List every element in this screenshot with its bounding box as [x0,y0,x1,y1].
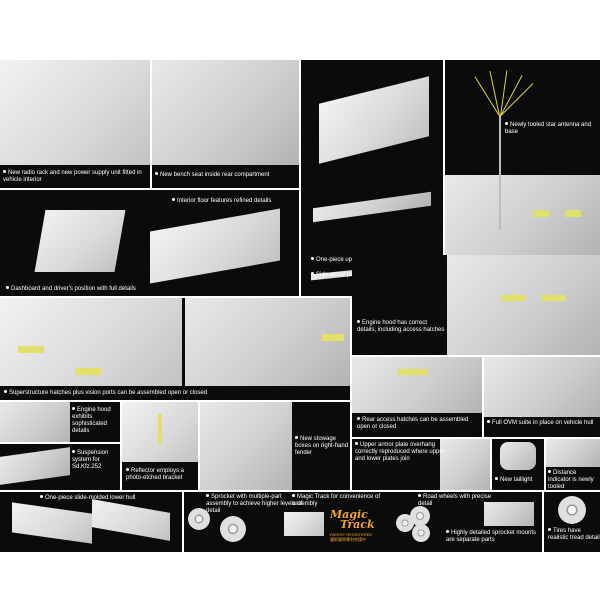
engine-hood-detail-image [0,402,70,442]
caption-interior-floor: Interior floor features refined details [172,198,297,205]
engine-hood-image [447,255,600,355]
dashboard-image [34,210,126,272]
caption-sprocket: Sprocket with multiple-part assembly to … [206,494,303,514]
road-wheel-2 [410,506,430,526]
antenna-rod-5 [500,83,534,117]
hatch-highlight-2 [75,368,101,375]
caption-magic-track: Magic Track for convenience of assembly [292,494,381,507]
caption-reflector: Reflector employs a photo-etched bracket [126,468,185,481]
stowage-image [200,402,292,490]
caption-road-wheels: Road wheels with precise detail [418,494,492,507]
upper-hull-image [319,76,429,164]
road-wheel [396,514,414,532]
distance-indicator-image [546,439,600,467]
rear-hatch-highlight [397,369,427,375]
hood-highlight-2 [542,295,566,301]
suspension-image [0,447,70,485]
antenna-mast [499,115,501,230]
caption-tires: Tires have realistic tread detail [548,528,600,541]
caption-radio-rack: New radio rack and new power supply unit… [3,170,142,183]
antenna-rod-1 [474,76,500,117]
hatch-highlight [18,346,44,353]
caption-antenna: Newly tooled star antenna and base [505,122,592,135]
caption-suspension: Suspension system for Sd.Kfz.252 [72,450,109,470]
panel-radio-rack: New radio rack and new power supply unit… [0,60,150,188]
panel-distance-indicator: Distance indicator is newly tooled [546,439,600,490]
hood-highlight [502,295,526,301]
reflector-bracket [158,414,162,444]
hatch-highlight-3 [322,334,344,341]
panel-ovm: Full OVM suite in place on vehicle hull [484,357,600,437]
caption-superstructure: Superstructure hatches plus vision ports… [4,390,348,397]
caption-taillight: New taillight [495,477,543,484]
panel-engine-hood-details: Engine hood exhibits sophisticated detai… [0,402,120,442]
caption-sprocket-mounts: Highly detailed sprocket mounts are sepa… [446,530,537,543]
interior-floor-image [150,208,280,284]
panel-engine-hood: Engine hood has correct details, includi… [352,255,600,355]
panel-rear-access: Rear access hatches can be assembled ope… [352,357,482,437]
hull-highlight-2 [565,210,581,217]
caption-engine-hood-details: Engine hood exhibits sophisticated detai… [72,407,111,434]
hull-highlight [533,210,549,217]
caption-distance-indicator: Distance indicator is newly tooled [548,470,594,490]
panel-reflector: Reflector employs a photo-etched bracket [122,402,198,490]
lower-hull-image [12,502,92,544]
rear-access-image [352,357,482,413]
tire-wheel [558,496,586,524]
vision-port-image [185,298,350,386]
track-links-image [284,512,324,536]
side-armor-plate-image [313,191,431,223]
panel-antenna: Newly tooled star antenna and base [445,60,600,255]
panel-armor-overhang: Upper armor plate overhang correctly rep… [352,439,490,490]
caption-rear-access: Rear access hatches can be assembled ope… [357,417,469,430]
panel-suspension: Suspension system for Sd.Kfz.252 [0,444,120,490]
radio-rack-image [0,60,150,165]
caption-armor-overhang: Upper armor plate overhang correctly rep… [355,442,445,462]
sprocket-wheel [188,508,210,530]
panel-running-gear: Sprocket with multiple-part assembly to … [184,492,542,552]
panel-bench-seat: New bench seat inside rear compartment [152,60,299,188]
armor-overhang-image [440,439,490,490]
panel-tires: Tires have realistic tread detail [544,492,600,552]
caption-ovm: Full OVM suite in place on vehicle hull [487,420,599,427]
caption-upper-hull: One-piece upper hull [311,257,441,264]
bench-seat-image [152,60,299,165]
road-wheel-3 [412,524,430,542]
taillight-image [500,442,536,470]
panel-superstructure: Superstructure hatches plus vision ports… [0,298,350,400]
panel-interior: Interior floor features refined details … [0,190,299,296]
ovm-image [484,357,600,417]
lower-hull-image-2 [92,499,170,541]
caption-stowage: New stowage boxes on right-hand fender [295,436,349,456]
caption-dashboard: Dashboard and driver's position with ful… [6,286,296,293]
caption-engine-hood-access: Engine hood has correct details, includi… [357,320,445,333]
panel-taillight: New taillight [492,439,544,490]
caption-bench-seat: New bench seat inside rear compartment [155,172,297,179]
panel-stowage: New stowage boxes on right-hand fender [200,402,350,490]
panel-lower-hull: One-piece slide-molded lower hull [0,492,182,552]
sprocket-wheel-2 [220,516,246,542]
caption-lower-hull: One-piece slide-molded lower hull [40,495,180,502]
sprocket-mounts-image [484,502,534,526]
